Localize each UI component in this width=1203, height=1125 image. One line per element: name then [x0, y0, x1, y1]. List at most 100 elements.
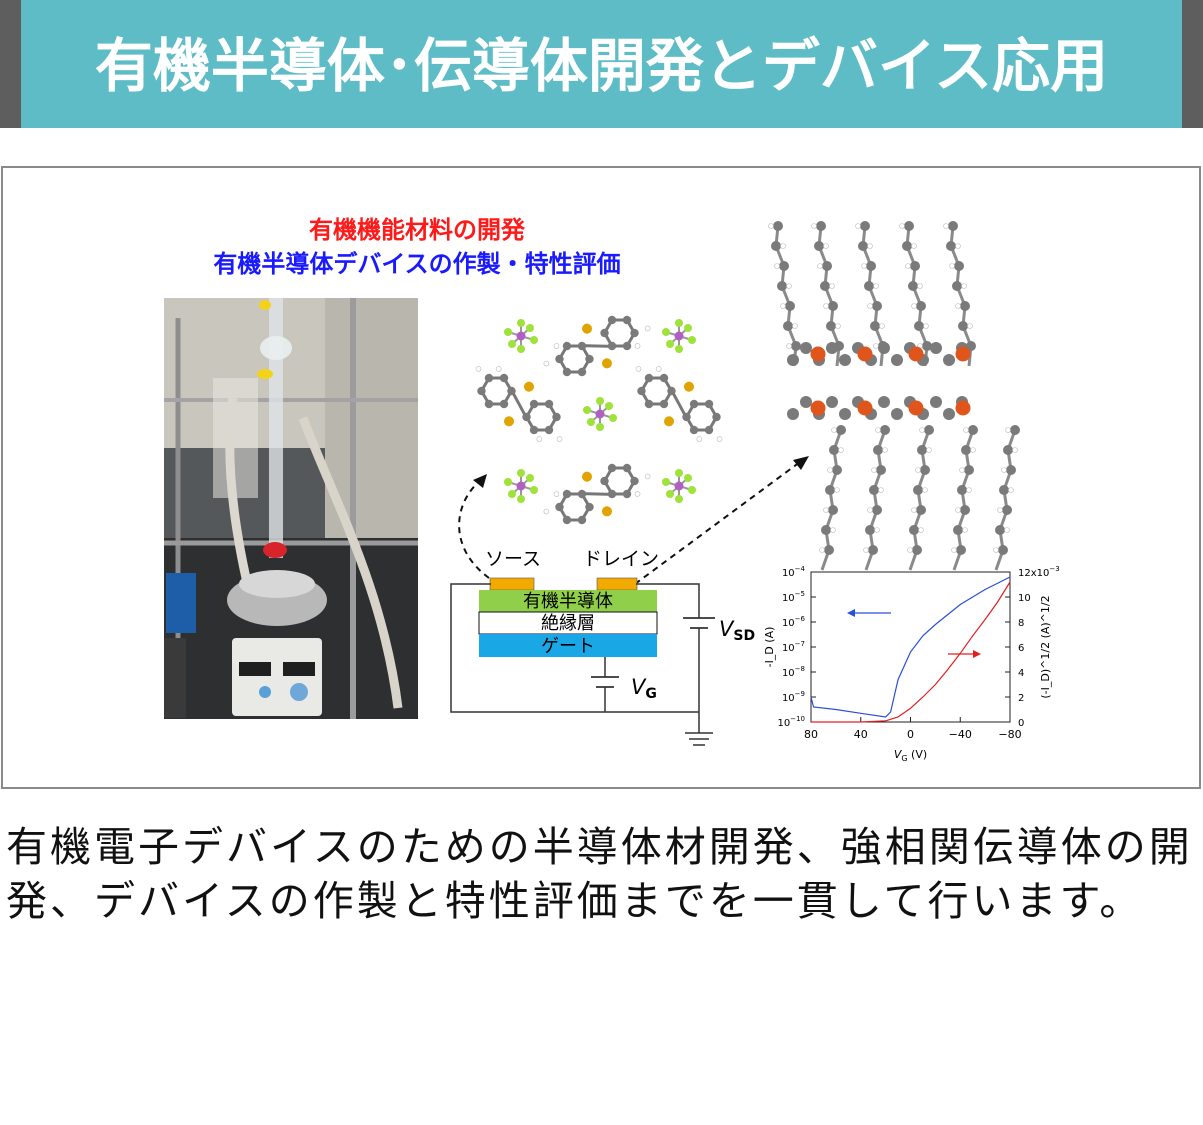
stack-layer-upper	[787, 342, 971, 366]
carbon-atom	[891, 408, 903, 420]
carbon-atom	[839, 408, 851, 420]
carbon-atom	[824, 545, 834, 555]
carbon-atom	[876, 465, 886, 475]
carbon-atom	[704, 425, 714, 435]
page-title: 有機半導体･伝導体開発とデバイス応用	[94, 32, 1109, 100]
carbon-atom	[800, 396, 812, 408]
carbon-atom	[826, 342, 838, 354]
hydrogen-atom	[867, 303, 873, 309]
carbon-atom	[484, 399, 494, 409]
metal-atom	[857, 346, 873, 362]
hydrogen-atom	[817, 263, 823, 269]
metal-atom	[857, 400, 873, 416]
carbon-atom	[814, 241, 824, 251]
fluorine-atom	[504, 478, 512, 486]
fluorine-atom	[517, 319, 525, 327]
source-label: ソース	[485, 548, 541, 570]
red-axis-arrowhead	[973, 650, 981, 658]
hydrogen-atom	[644, 473, 651, 480]
hydrogen-atom	[962, 527, 968, 533]
fluorine-atom	[517, 345, 525, 353]
carbon-atom	[771, 241, 781, 251]
crystal-structure-illustration	[475, 315, 723, 525]
hydrogen-atom	[911, 243, 917, 249]
carbon-atom	[836, 425, 846, 435]
fluorine-atom	[526, 474, 534, 482]
carbon-atom	[659, 373, 669, 383]
hydrogen-atom	[943, 223, 949, 229]
carbon-atom	[866, 261, 876, 271]
fluorine-atom	[675, 319, 683, 327]
carbon-atom	[630, 476, 639, 486]
left-tick-label: 10−10	[777, 715, 805, 729]
hydrogen-atom	[819, 547, 825, 553]
phosphorus-atom	[674, 331, 684, 341]
carbon-atom	[958, 321, 968, 331]
fluorine-atom	[675, 495, 683, 503]
hydrogen-atom	[829, 283, 835, 289]
alkyl-chain	[993, 425, 1020, 571]
hydrogen-atom	[878, 487, 884, 493]
carbon-atom	[920, 465, 930, 475]
hydrogen-atom	[967, 323, 973, 329]
right-tick-label: 10	[1018, 593, 1031, 604]
carbon-atom	[552, 412, 561, 422]
carbon-atom	[868, 545, 878, 555]
fluorine-atom	[688, 486, 696, 494]
fluorine-atom	[587, 418, 595, 426]
plot-frame	[810, 571, 1011, 723]
carbon-atom	[779, 261, 789, 271]
molecule	[543, 463, 651, 525]
x-tick-label: 0	[907, 728, 914, 741]
fluorine-atom	[684, 474, 692, 482]
molecule	[635, 366, 723, 442]
carbon-atom	[585, 354, 594, 364]
figure-heading-materials: 有機機能材料の開発	[309, 216, 526, 244]
header-banner: 有機半導体･伝導体開発とデバイス応用	[0, 0, 1203, 128]
hydrogen-atom	[863, 547, 869, 553]
carbon-atom	[682, 412, 691, 422]
sulfur-atom	[684, 381, 694, 392]
carbon-atom	[630, 328, 639, 338]
carbon-atom	[585, 502, 594, 512]
alkyl-chain	[907, 425, 934, 571]
hydrogen-atom	[823, 303, 829, 309]
sulfur-atom	[504, 416, 514, 427]
carbon-atom	[912, 545, 922, 555]
fluorine-atom	[675, 345, 683, 353]
carbon-atom	[577, 367, 587, 377]
hydrogen-atom	[823, 507, 829, 513]
right-tick-label: 0	[1018, 718, 1024, 729]
carbon-atom	[916, 301, 926, 311]
carbon-atom	[964, 465, 974, 475]
hydrogen-atom	[867, 507, 873, 513]
carbon-atom	[822, 261, 832, 271]
fluorine-atom	[675, 469, 683, 477]
x-tick-label: 80	[804, 728, 818, 741]
alkyl-chain	[951, 425, 978, 571]
bond	[581, 344, 613, 348]
hydrogen-atom	[1004, 527, 1010, 533]
hydrogen-atom	[768, 223, 774, 229]
carbon-atom	[826, 396, 838, 408]
carbon-atom	[870, 321, 880, 331]
right-axis-label: (-I_D)^1/2 (A)^1/2	[1039, 595, 1052, 698]
carbon-atom	[622, 315, 632, 325]
carbon-atom	[637, 386, 646, 396]
carbon-atom	[864, 281, 874, 291]
figure-graphic: 有機機能材料の開発 有機半導体デバイスの作製・特性評価	[164, 216, 1060, 763]
carbon-atom	[562, 515, 572, 525]
drain-electrode	[596, 577, 638, 591]
carbon-atom	[787, 354, 799, 366]
carbon-atom	[607, 489, 617, 499]
hydrogen-atom	[634, 491, 641, 497]
carbon-atom	[828, 505, 838, 515]
polymer-stacking-illustration	[768, 221, 1020, 571]
carbon-atom	[828, 301, 838, 311]
hydrogen-atom	[951, 547, 957, 553]
carbon-atom	[839, 354, 851, 366]
carbon-atom	[529, 399, 539, 409]
hydrogen-atom	[536, 436, 543, 442]
hydrogen-atom	[955, 303, 961, 309]
fluorine-atom	[596, 423, 604, 431]
